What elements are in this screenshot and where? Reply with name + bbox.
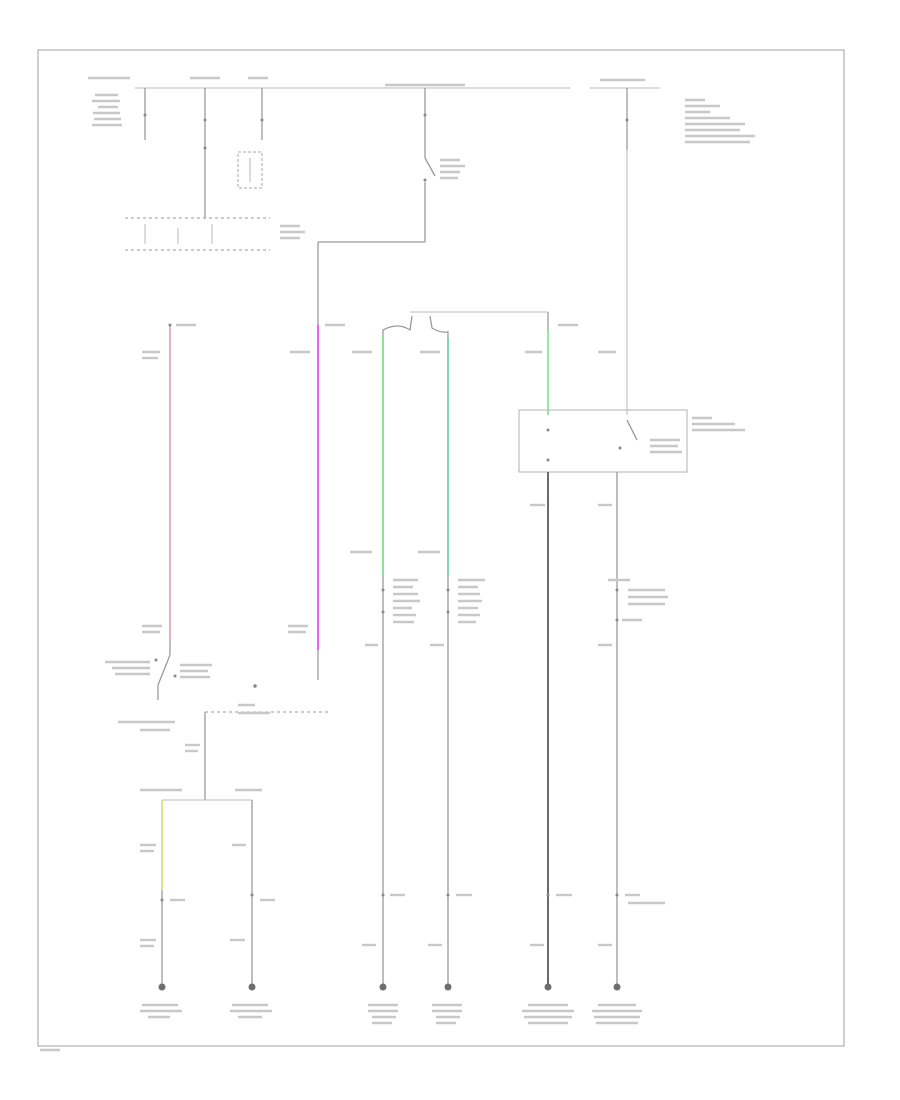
brake-feed-wire <box>317 241 425 325</box>
ground-4 <box>444 983 452 991</box>
yellow-wire-branch <box>160 800 164 985</box>
split-trunk <box>162 712 252 801</box>
grey-wire-branch <box>250 800 254 985</box>
ground-points <box>158 983 621 991</box>
connector-row <box>205 684 330 713</box>
fuse-drop-2 <box>203 88 207 218</box>
ground-5 <box>544 983 552 991</box>
ground-3 <box>379 983 387 991</box>
selector-switch <box>154 640 177 700</box>
fuse-drop-5 <box>625 88 629 150</box>
relay-output-wire-2 <box>615 472 619 985</box>
fuse-drop-4 <box>423 88 427 150</box>
green-wire-branch-2 <box>446 338 450 985</box>
junction-block <box>125 217 270 251</box>
green-branch-bus <box>382 311 549 338</box>
fuse-drop-3 <box>260 88 264 140</box>
pink-wire-branch <box>168 323 172 640</box>
label-blocks <box>40 76 755 1052</box>
relay-box <box>518 409 688 473</box>
ground-2 <box>248 983 256 991</box>
relay-box-small <box>237 151 263 189</box>
fuse-drop-1 <box>143 88 147 140</box>
diagram-frame <box>37 49 845 1047</box>
ground-1 <box>158 983 166 991</box>
green-wire-branch-1 <box>381 335 385 985</box>
brake-switch <box>423 150 436 242</box>
ground-6 <box>613 983 621 991</box>
relay-output-wire-1 <box>546 472 550 985</box>
